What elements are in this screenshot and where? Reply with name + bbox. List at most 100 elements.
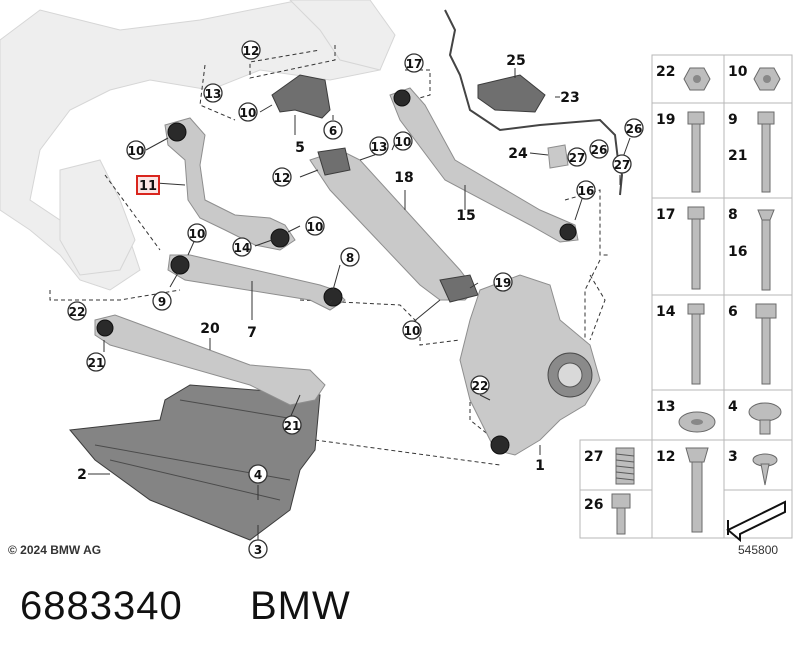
callout-10-bracket: 10 <box>238 102 258 122</box>
callout-12-mid: 12 <box>272 167 292 187</box>
callout-16: 16 <box>576 180 596 200</box>
clip-24[interactable] <box>547 144 569 169</box>
tile-label-9: 9 <box>728 112 738 128</box>
bolt-icon <box>757 111 775 193</box>
svg-text:10: 10 <box>189 227 206 241</box>
bolt-icon <box>611 493 631 535</box>
arrow-icon <box>726 500 786 543</box>
callout-4: 4 <box>248 464 268 484</box>
highlight-label-11[interactable]: 11 <box>136 175 160 195</box>
svg-text:19: 19 <box>495 276 512 290</box>
callout-22-right: 22 <box>470 375 490 395</box>
label-15: 15 <box>456 208 475 224</box>
svg-text:11: 11 <box>139 179 157 194</box>
svg-text:27: 27 <box>614 158 631 172</box>
svg-text:4: 4 <box>254 468 262 482</box>
label-23: 23 <box>560 90 579 106</box>
bracket-5[interactable] <box>271 74 331 119</box>
svg-text:22: 22 <box>69 305 86 319</box>
callout-6: 6 <box>323 120 343 140</box>
control-module-25[interactable] <box>477 74 546 113</box>
svg-text:21: 21 <box>284 419 301 433</box>
svg-text:12: 12 <box>243 44 260 58</box>
tile-label-8: 8 <box>728 207 738 223</box>
bolt-icon <box>687 206 705 290</box>
callout-21-right: 21 <box>282 415 302 435</box>
tile-label-4: 4 <box>728 399 738 415</box>
tile-label-27: 27 <box>584 449 603 465</box>
svg-text:10: 10 <box>395 135 412 149</box>
callout-10-arm11: 10 <box>305 216 325 236</box>
label-7: 7 <box>247 325 257 341</box>
tile-label-3: 3 <box>728 449 738 465</box>
callout-21-left: 21 <box>86 352 106 372</box>
upper-arm-11[interactable] <box>164 117 296 251</box>
bolt-icon <box>687 111 705 193</box>
callout-8: 8 <box>340 247 360 267</box>
nut-icon <box>683 67 711 91</box>
svg-text:10: 10 <box>128 144 145 158</box>
svg-text:8: 8 <box>346 251 354 265</box>
callout-10-arm15: 10 <box>393 131 413 151</box>
svg-text:26: 26 <box>626 122 643 136</box>
svg-text:14: 14 <box>234 241 251 255</box>
bolt-icon <box>757 209 775 291</box>
callout-22-left: 22 <box>67 301 87 321</box>
long-arm-15[interactable] <box>389 87 579 243</box>
callout-10-lower: 10 <box>402 320 422 340</box>
svg-text:9: 9 <box>158 295 166 309</box>
svg-text:16: 16 <box>578 184 595 198</box>
callout-13-left: 13 <box>203 83 223 103</box>
svg-text:21: 21 <box>88 356 105 370</box>
tile-label-14: 14 <box>656 304 676 320</box>
callout-3: 3 <box>248 539 268 559</box>
tile-label-13: 13 <box>656 399 675 415</box>
copyright-text: © 2024 BMW AG <box>8 543 102 557</box>
part-number: 6883340 <box>20 584 183 628</box>
callout-27-left: 27 <box>567 147 587 167</box>
threaded-insert-icon <box>615 447 635 485</box>
tile-label-26: 26 <box>584 497 603 513</box>
svg-text:10: 10 <box>307 220 324 234</box>
svg-text:3: 3 <box>254 543 262 557</box>
bolt-icon <box>687 303 705 385</box>
label-1: 1 <box>535 458 545 474</box>
callout-9: 9 <box>152 291 172 311</box>
bolt-icon <box>755 303 777 385</box>
label-25: 25 <box>506 53 525 69</box>
screw-icon <box>752 453 778 486</box>
callout-14: 14 <box>232 237 252 257</box>
bolt-icon <box>685 447 709 533</box>
hardware-panel: 22 10 19 9 21 17 8 16 14 6 13 4 12 3 27 … <box>579 54 793 543</box>
callout-26-mid: 26 <box>589 139 609 159</box>
label-5: 5 <box>295 140 305 156</box>
label-24: 24 <box>508 146 528 162</box>
callout-12-top: 12 <box>241 40 261 60</box>
callout-10-arm7: 10 <box>187 223 207 243</box>
nut-icon <box>753 67 781 91</box>
callout-17: 17 <box>404 53 424 73</box>
trailing-link-18[interactable] <box>309 147 479 303</box>
label-20: 20 <box>200 321 220 337</box>
plain-labels: 5 18 15 7 20 2 1 25 23 24 <box>77 53 580 483</box>
rear-subframe-ghost <box>0 0 396 291</box>
washer-icon <box>678 411 716 433</box>
svg-text:6: 6 <box>329 124 337 138</box>
tile-label-16: 16 <box>728 244 747 260</box>
tile-label-10: 10 <box>728 64 748 80</box>
underbody-panel[interactable] <box>69 384 321 541</box>
wheel-carrier-1[interactable] <box>459 274 601 456</box>
svg-text:10: 10 <box>404 324 421 338</box>
svg-text:13: 13 <box>205 87 222 101</box>
callout-13-mid: 13 <box>369 136 389 156</box>
svg-text:27: 27 <box>569 151 586 165</box>
link-arm-7[interactable] <box>167 254 346 311</box>
svg-text:26: 26 <box>591 143 608 157</box>
svg-text:13: 13 <box>371 140 388 154</box>
svg-text:17: 17 <box>406 57 423 71</box>
tile-label-6: 6 <box>728 304 738 320</box>
callouts: 12 13 10 6 10 17 10 13 12 14 10 10 8 9 2… <box>67 40 644 559</box>
lower-arm-20[interactable] <box>94 314 326 406</box>
label-2: 2 <box>77 467 87 483</box>
